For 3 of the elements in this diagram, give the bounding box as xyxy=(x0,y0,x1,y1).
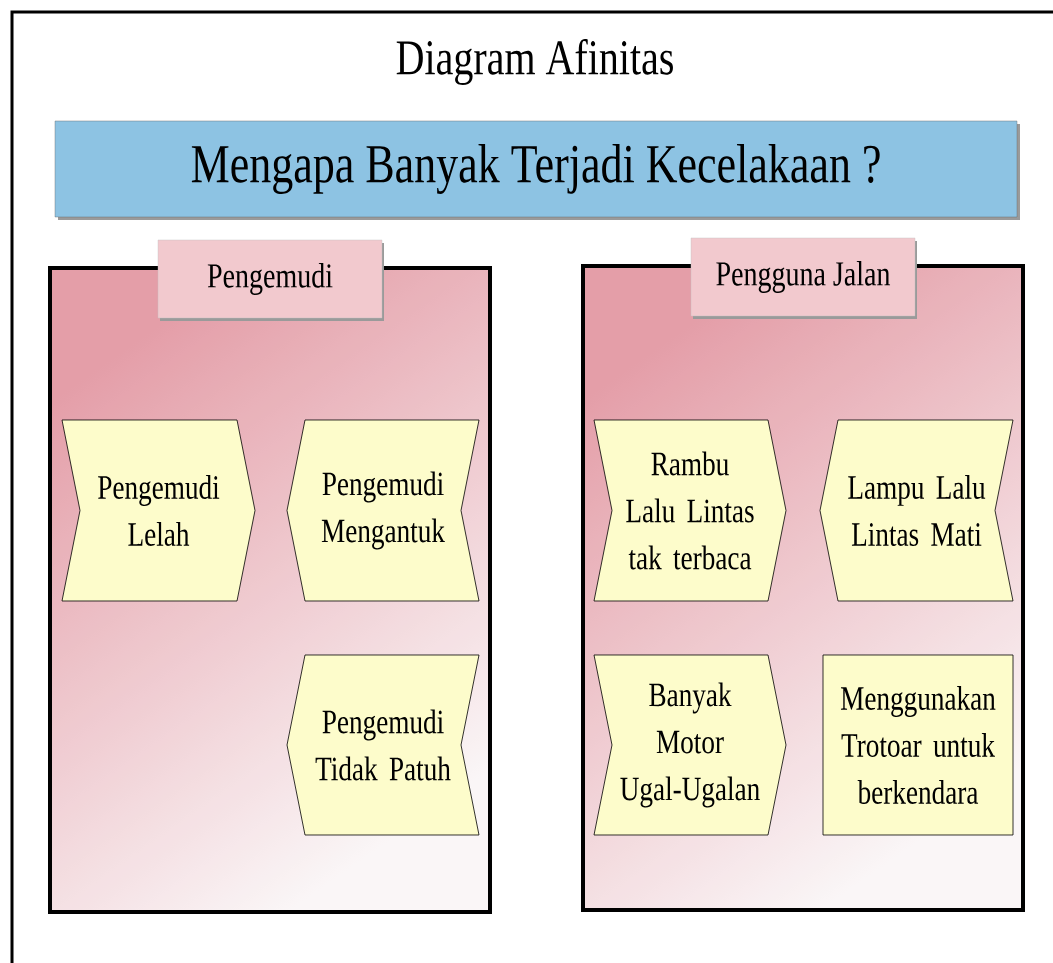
banner: Mengapa Banyak Terjadi Kecelakaan ? xyxy=(54,120,1020,220)
card-box: Menggunakan Trotoar untuk berkendara xyxy=(822,654,1014,836)
title: Diagram Afinitas xyxy=(396,39,673,85)
